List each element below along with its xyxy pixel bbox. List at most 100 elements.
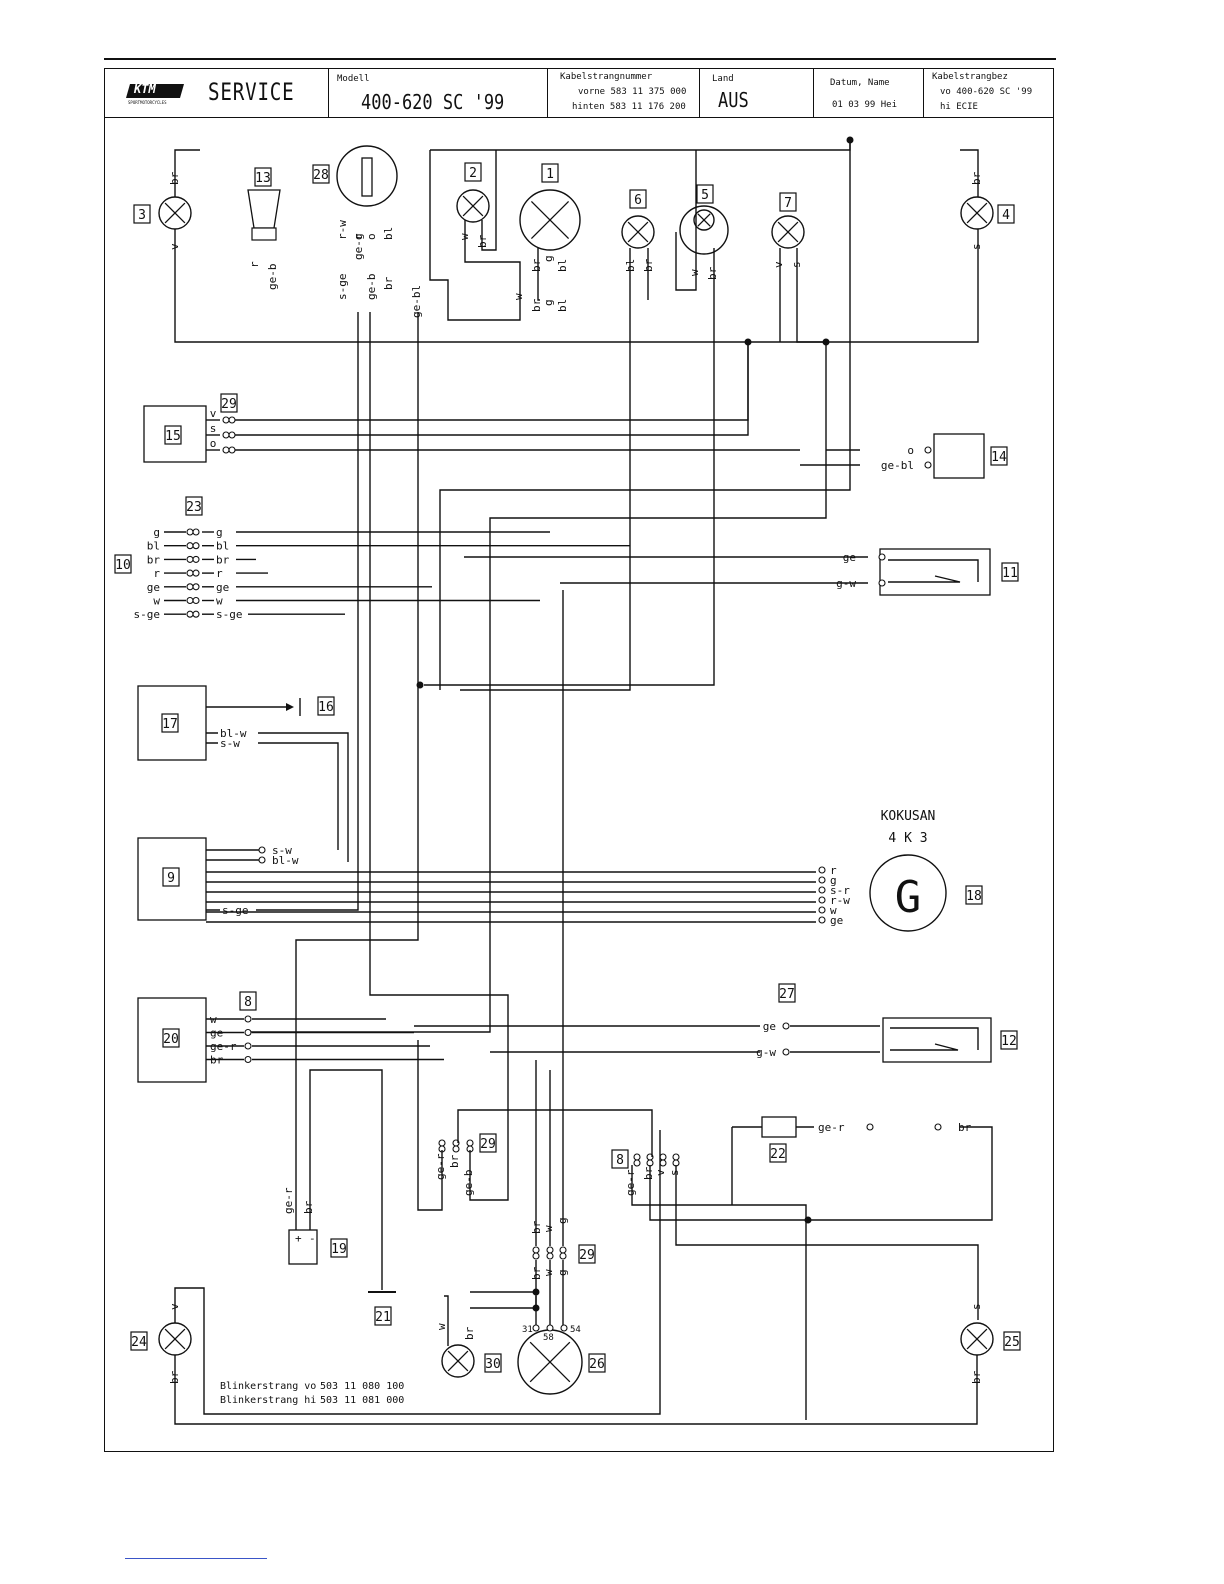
- wire: [424, 248, 715, 686]
- vertical-wire-label: br: [706, 266, 719, 280]
- wire: [444, 1291, 537, 1346]
- vertical-wire-label: br: [476, 234, 489, 248]
- vertical-wire-label: g: [542, 299, 555, 306]
- vertical-wire-label: s: [970, 1303, 983, 1310]
- wire: [796, 248, 826, 343]
- vertical-wire-label: s: [790, 261, 803, 268]
- vertical-wire-label: bl: [556, 299, 569, 312]
- vertical-wire-label: w: [512, 293, 525, 300]
- horn-base: [251, 227, 277, 241]
- connector-pin: [244, 1028, 252, 1037]
- connector-pin: [532, 1252, 540, 1260]
- connector-pin: [228, 416, 236, 424]
- wire-label: -: [309, 1232, 316, 1245]
- junction-dot: [532, 1288, 540, 1296]
- component-number: 12: [1001, 1034, 1017, 1049]
- lamp-cross: [447, 1350, 469, 1372]
- component-number: 3: [138, 208, 146, 223]
- wire: [369, 312, 509, 1201]
- kabel-vorne: vorne 583 11 375 000: [578, 87, 687, 97]
- vertical-wire-label: br: [463, 1326, 476, 1340]
- component-number-box: [130, 1331, 148, 1351]
- lamp-cross: [164, 1328, 186, 1350]
- connector-pin: [818, 896, 826, 904]
- component-number-box: [114, 554, 132, 574]
- connector-pin: [222, 416, 230, 424]
- junction-dot: [822, 338, 830, 346]
- connector-pin: [192, 528, 200, 536]
- wire-label: bl: [216, 540, 229, 553]
- component-12-box: [882, 1017, 992, 1063]
- vertical-wire-label: s-ge: [336, 274, 349, 301]
- lamp-cross: [777, 221, 799, 243]
- wire-label: s-r: [830, 884, 850, 897]
- wire-label: v: [210, 407, 217, 420]
- datum-value: 01 03 99 Hei: [832, 100, 898, 110]
- blinker-vo-value: 503 11 080 100: [320, 1381, 404, 1392]
- component-number-box: [162, 867, 180, 887]
- sheet-frame: [104, 68, 1054, 1452]
- vertical-wire-label: ge-r: [434, 1153, 447, 1180]
- connector-pin: [818, 886, 826, 894]
- wire-label: bl-w: [272, 854, 299, 867]
- component-number: 7: [784, 196, 792, 211]
- component-number: 11: [1002, 566, 1018, 581]
- wire: [174, 149, 200, 197]
- component-number-box: [330, 1238, 348, 1258]
- wire-label: bl: [147, 540, 160, 553]
- vertical-wire-label: w: [458, 233, 471, 240]
- wire-label: g: [216, 526, 223, 539]
- component-number-box: [696, 184, 714, 204]
- connector-pin: [866, 1123, 874, 1131]
- connector-pin: [782, 1048, 790, 1056]
- wire-label: ge: [830, 914, 843, 927]
- battery-19-icon: [288, 1229, 318, 1265]
- connector-pin: [466, 1139, 474, 1147]
- wire-label: s-w: [220, 737, 240, 750]
- connector-pin: [546, 1246, 554, 1254]
- wire: [439, 140, 851, 690]
- wire: [226, 342, 749, 436]
- vertical-wire-label: g: [556, 1269, 569, 1276]
- wire: [731, 1126, 814, 1205]
- kabelstrangnummer-label: Kabelstrangnummer: [560, 72, 653, 82]
- lamp-cross: [530, 200, 570, 240]
- wire-label: br: [216, 553, 230, 566]
- horn-13-icon: [247, 189, 281, 229]
- connector-pin: [559, 1252, 567, 1260]
- connector-pin: [782, 1022, 790, 1030]
- wire: [816, 1355, 978, 1425]
- wire-label: ge: [147, 581, 160, 594]
- datum-cell: Datum, Name 01 03 99 Hei: [814, 68, 924, 118]
- wire: [226, 342, 749, 421]
- connector-pin: [186, 569, 194, 577]
- component-number: 6: [634, 193, 642, 208]
- connector-pin: [228, 431, 236, 439]
- wire: [890, 1027, 979, 1051]
- vertical-wire-label: bl: [382, 227, 395, 240]
- connector-pin: [924, 461, 932, 469]
- wire: [457, 1109, 653, 1157]
- component-number-box: [1001, 562, 1019, 582]
- brand-text: KTM: [134, 82, 156, 96]
- junction-dot: [744, 338, 752, 346]
- component-number-box: [239, 991, 257, 1011]
- component-number-box: [965, 885, 983, 905]
- component-number-box: [779, 192, 797, 212]
- lamp-cross: [529, 1341, 571, 1383]
- lamp-pin-label: 58: [543, 1333, 554, 1343]
- vertical-wire-label: ge-r: [624, 1169, 637, 1196]
- component-number: 10: [115, 558, 131, 573]
- component-number-box: [254, 167, 272, 187]
- connector-pin: [546, 1252, 554, 1260]
- vertical-wire-label: w: [542, 1269, 555, 1276]
- connector-pin: [244, 1042, 252, 1050]
- blinker-hi-label: Blinkerstrang hi: [220, 1395, 316, 1406]
- land-value: AUS: [718, 88, 749, 112]
- wire-label: s-w: [272, 844, 292, 857]
- wire: [537, 248, 540, 301]
- vertical-wire-label: br: [530, 298, 543, 312]
- wire: [460, 248, 631, 691]
- component-number: 21: [375, 1310, 391, 1325]
- component-number-box: [479, 1133, 497, 1153]
